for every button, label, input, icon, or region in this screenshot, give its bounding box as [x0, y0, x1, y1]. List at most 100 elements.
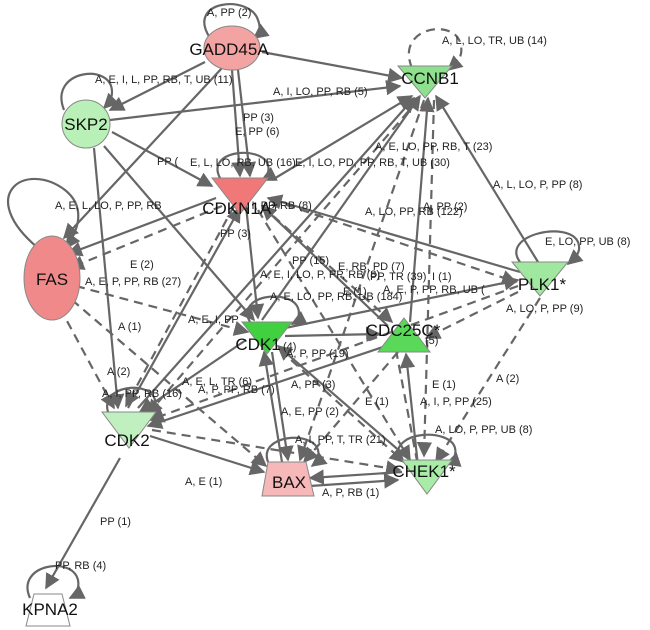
node-fas-shape: [23, 235, 81, 321]
edge-bax-cdk1[interactable]: [258, 350, 284, 463]
edge-cdk1-bax[interactable]: [270, 351, 294, 462]
edge-cdkn1a-self[interactable]: [216, 151, 278, 181]
edge-cdkn1a-chek1-dashed[interactable]: [257, 209, 411, 462]
edge-gadd45a-cdkn1a-b[interactable]: [236, 69, 257, 178]
edge-gadd45a-skp2[interactable]: [108, 61, 206, 111]
node-fas-label: FAS: [36, 270, 68, 289]
edge-label: A, I, LO, PP, RB (5): [273, 86, 368, 98]
edge-cdk1-chek1-dashed[interactable]: [279, 349, 406, 464]
edge-ccnb1-self[interactable]: [407, 28, 464, 72]
node-cdc25c-label: CDC25C*: [366, 321, 441, 340]
node-gadd45a[interactable]: GADD45A: [189, 25, 269, 71]
node-ccnb1-shape: [396, 65, 454, 99]
edge-gadd45a-ccnb1[interactable]: [261, 50, 404, 84]
node-cdkn1a[interactable]: CDKN1A*: [202, 177, 278, 218]
edge-bax-chek1[interactable]: [309, 473, 400, 489]
edge-skp2-cdkn1a[interactable]: [111, 131, 214, 187]
node-plk1-label: PLK1*: [518, 275, 567, 294]
edge-fas-cdk2-dashed[interactable]: [59, 307, 115, 410]
edge-label: A, E, I, PP: [188, 314, 239, 326]
edge-cdkn1a-cdk1[interactable]: [244, 205, 265, 320]
node-plk1[interactable]: PLK1*: [510, 261, 570, 297]
node-fas[interactable]: FAS: [23, 235, 81, 321]
edge-cdc25c-cdkn1a[interactable]: [260, 204, 389, 327]
edge-label: A, E (1): [185, 476, 222, 488]
edge-label: PP (3): [220, 228, 251, 240]
edge-skp2-self[interactable]: [60, 72, 120, 111]
edge-label: PP, TR (39): [370, 271, 426, 283]
node-chek1[interactable]: CHEK1*: [392, 459, 456, 495]
edge-label: A, E, P, PP, RB, UB (: [383, 284, 485, 296]
edge-label: E, PP (6): [235, 126, 279, 138]
edge-label: A, PP (3): [291, 379, 335, 391]
edge-cdk2-kpna2[interactable]: [45, 457, 121, 590]
edge-cdk2-cdkn1a[interactable]: [127, 206, 241, 409]
edge-skp2-ccnb1[interactable]: [109, 79, 402, 122]
node-skp2[interactable]: SKP2: [61, 99, 111, 149]
node-bax[interactable]: BAX: [261, 461, 315, 497]
edge-cdk1-ccnb1[interactable]: [261, 94, 421, 321]
edge-cdc25c-cdk2[interactable]: [146, 344, 387, 429]
node-ccnb1-label: CCNB1: [401, 69, 459, 88]
node-kpna2[interactable]: KPNA2: [22, 593, 78, 627]
node-gadd45a-shape: [203, 25, 261, 71]
node-cdk2[interactable]: CDK2: [101, 411, 157, 450]
edge-skp2-cdk1[interactable]: [103, 145, 256, 322]
edge-cdk1-cdc25c[interactable]: [284, 326, 382, 342]
edge-label: E (1): [365, 396, 389, 408]
edge-cdk2-ccnb1[interactable]: [137, 96, 416, 409]
edge-plk1-ccnb1[interactable]: [435, 94, 539, 263]
edge-label: A, E, I, LO, P, PP, RB (8): [260, 269, 380, 281]
edge-cdkn1a-cdk2-dashed[interactable]: [125, 205, 235, 408]
edge-plk1-cdk2-dashed[interactable]: [148, 284, 519, 423]
edge-gadd45a-self[interactable]: [203, 3, 270, 39]
edge-cdk2-chek1-dashed[interactable]: [151, 428, 402, 476]
node-plk1-shape: [510, 261, 570, 297]
edge-label: PP, RB (4): [55, 560, 106, 572]
node-cdk1-shape: [240, 321, 294, 355]
edge-plk1-self[interactable]: [515, 230, 584, 266]
edge-skp2-cdk2[interactable]: [92, 147, 125, 410]
edge-cdkn1a-plk1-dashed[interactable]: [271, 198, 518, 285]
edge-plk1-cdc25c-dashed[interactable]: [424, 291, 519, 339]
edge-label: A, LO, PP, RB (122): [365, 206, 463, 218]
edge-label: PP (: [157, 156, 179, 168]
edge-fas-bax-dashed[interactable]: [71, 299, 268, 468]
edge-cdkn1a-ccnb1[interactable]: [271, 95, 414, 181]
edge-cdkn1a-fas-dashed[interactable]: [68, 204, 223, 270]
nodes-layer: GADD45A CCNB1 SKP2 CDKN1A* FAS PLK1*: [22, 25, 570, 627]
edge-label: A, P, PP (19): [286, 348, 349, 360]
edge-chek1-cdc25c[interactable]: [399, 352, 420, 467]
edge-label: E, RB, PD (7): [338, 261, 405, 273]
edge-label: A, I, PP, T, TR (21): [295, 434, 385, 446]
edge-label: A, E, PP (2): [281, 406, 339, 418]
edge-label: A, I, PP, RB (16): [102, 388, 182, 400]
edge-plk1-chek1-dashed[interactable]: [435, 297, 541, 464]
edge-chek1-bax[interactable]: [308, 469, 403, 485]
edge-gadd45a-fas[interactable]: [62, 67, 223, 240]
edge-label: A, E, P, PP, RB (27): [85, 276, 181, 288]
node-cdkn1a-label: CDKN1A*: [202, 199, 278, 218]
node-ccnb1[interactable]: CCNB1: [396, 65, 459, 99]
edge-gadd45a-cdkn1a-a[interactable]: [230, 69, 247, 178]
node-cdk1[interactable]: CDK1: [235, 321, 294, 355]
edge-cdc25c-ccnb1[interactable]: [408, 96, 435, 323]
node-cdk2-label: CDK2: [104, 431, 149, 450]
edge-label: (5): [425, 335, 438, 347]
edge-label: A, P, PP, RB (7): [198, 384, 275, 396]
edge-ccnb1-cdk2-dashed[interactable]: [146, 99, 419, 416]
edge-cdk2-bax[interactable]: [149, 434, 266, 476]
edge-plk1-cdkn1a[interactable]: [266, 194, 521, 274]
edge-labels-layer: A, PP (2) A, L, LO, TR, UB (14) A, E, I,…: [55, 7, 630, 572]
node-cdc25c[interactable]: CDC25C*: [366, 317, 441, 353]
edge-cdkn1a-fas[interactable]: [66, 196, 217, 257]
node-gadd45a-label: GADD45A: [189, 40, 269, 59]
edge-cdc25c-bax-dashed[interactable]: [302, 351, 399, 464]
edge-label: A, E, L, LO, P, PP, RB: [55, 200, 162, 212]
edge-kpna2-self[interactable]: [26, 564, 86, 599]
edge-label: E (2): [130, 259, 154, 271]
edge-cdk1-cdc25c-inhibit[interactable]: [394, 349, 430, 470]
edge-ccnb1-bax-dashed[interactable]: [297, 99, 426, 462]
